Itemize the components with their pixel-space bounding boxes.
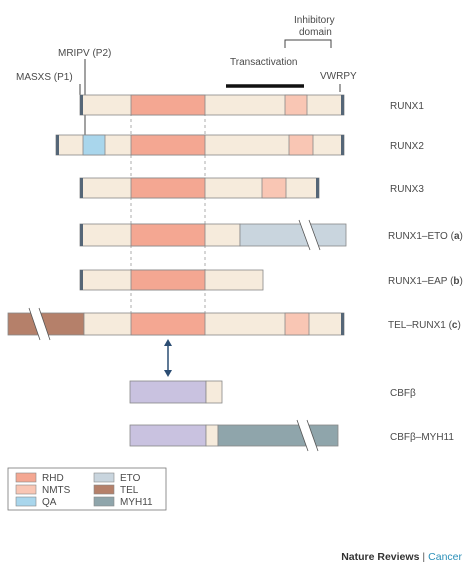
legend-swatch-rhd <box>15 472 37 483</box>
bar-cbfb <box>129 380 223 404</box>
bar-cbfb-myh11 <box>129 419 339 452</box>
inhibitory-label-line1: Inhibitory <box>294 15 335 26</box>
transactivation-label: Transactivation <box>230 57 297 68</box>
protein-label-tel-runx1: TEL–RUNX1 (c) <box>388 320 461 331</box>
protein-label-runx2: RUNX2 <box>390 141 424 152</box>
legend-label-myh11: MYH11 <box>120 497 153 508</box>
bar-tel-runx1 <box>7 307 345 341</box>
credit-separator: | <box>422 551 426 563</box>
vwrpy-label: VWRPY <box>320 71 357 82</box>
protein-label-runx1-eto: RUNX1–ETO (a) <box>388 231 463 242</box>
credit-journal: Cancer <box>428 551 462 563</box>
bar-runx1-eto <box>79 219 347 251</box>
mripv-label: MRIPV (P2) <box>58 48 111 59</box>
bar-runx1-eap <box>79 269 264 291</box>
masxs-label: MASXS (P1) <box>16 72 73 83</box>
legend: RHD ETO NMTS TEL QA MYH11 <box>7 467 167 511</box>
journal-credit: Nature Reviews|Cancer <box>341 551 462 563</box>
bar-runx1 <box>79 94 345 116</box>
protein-label-runx1-eap: RUNX1–EAP (b) <box>388 276 463 287</box>
legend-swatch-tel <box>93 484 115 495</box>
legend-label-qa: QA <box>42 497 57 508</box>
legend-label-eto: ETO <box>120 473 141 484</box>
protein-label-cbfb-myh11: CBFβ–MYH11 <box>390 432 454 443</box>
credit-publisher: Nature Reviews <box>341 551 420 563</box>
legend-swatch-myh11 <box>93 496 115 507</box>
bar-runx3 <box>79 177 320 199</box>
interaction-arrow <box>164 339 172 377</box>
legend-swatch-nmts <box>15 484 37 495</box>
legend-label-tel: TEL <box>120 485 139 496</box>
bar-runx2 <box>55 134 345 156</box>
protein-label-cbfb: CBFβ <box>390 388 416 399</box>
legend-swatch-eto <box>93 472 115 483</box>
inhibitory-bracket <box>284 39 332 48</box>
legend-swatch-qa <box>15 496 37 507</box>
legend-label-rhd: RHD <box>42 473 64 484</box>
legend-label-nmts: NMTS <box>42 485 71 496</box>
protein-label-runx3: RUNX3 <box>390 184 424 195</box>
inhibitory-label-line2: domain <box>299 27 332 38</box>
protein-label-runx1: RUNX1 <box>390 101 424 112</box>
